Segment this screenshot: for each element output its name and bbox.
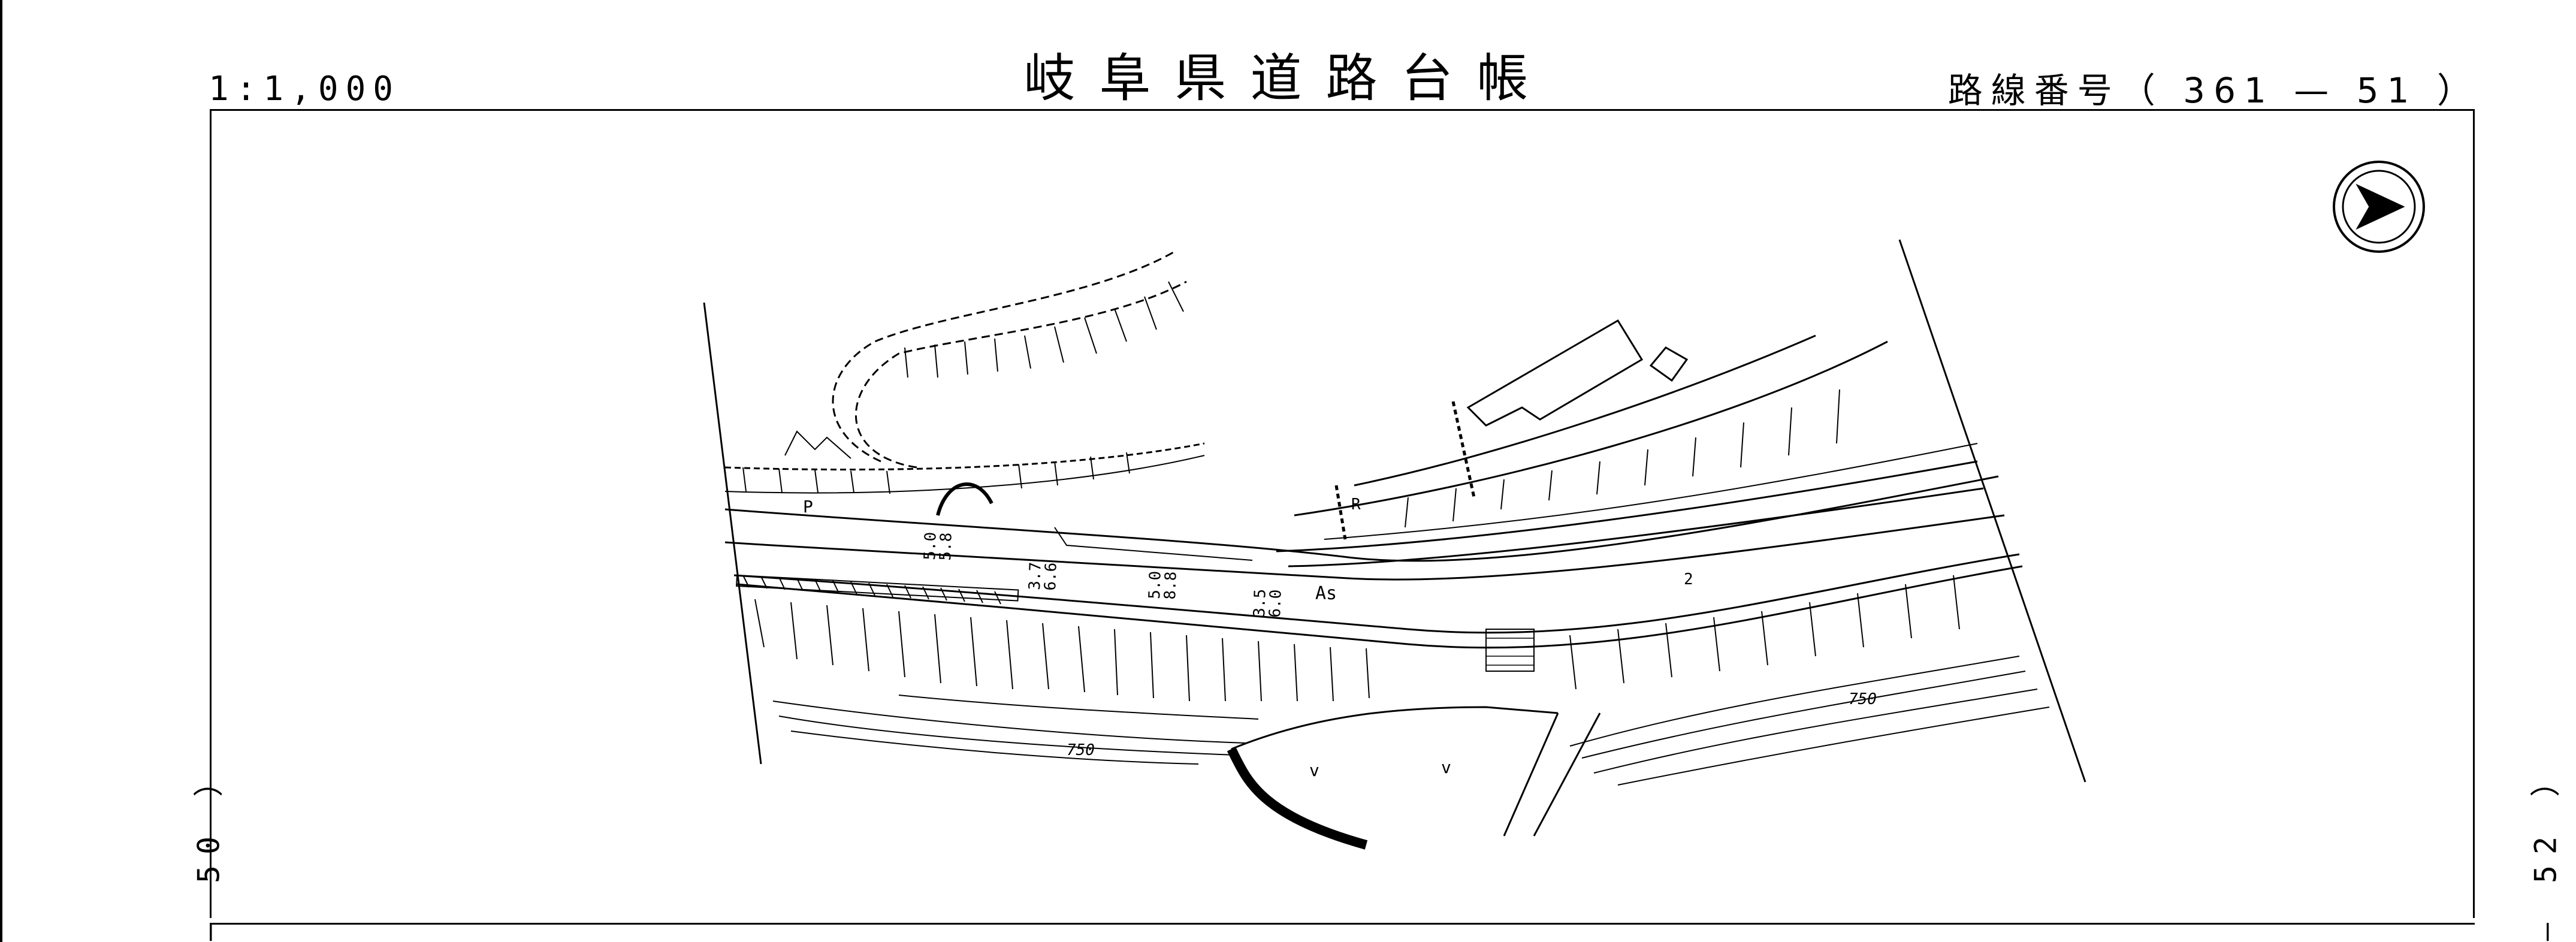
- width-top-3: 5.0: [1146, 570, 1165, 599]
- access-road-left-edge: [1503, 712, 1559, 837]
- page-edge: [0, 0, 2, 942]
- small-structure: [1649, 346, 1689, 382]
- width-bottom-4: 6.0: [1266, 589, 1285, 618]
- upper-hachures: [742, 452, 1130, 494]
- access-road-right-edge: [1533, 712, 1601, 837]
- width-bottom-2: 6.6: [1041, 562, 1061, 591]
- stone-ditch: [1227, 747, 1368, 850]
- ramp-hachures: [904, 281, 1184, 378]
- building: [1466, 319, 1644, 427]
- match-line-right: [1898, 239, 2086, 783]
- veg-mark-1: v: [1309, 760, 1319, 780]
- lane-mark-2: 2: [1684, 570, 1693, 588]
- retaining-wall: [736, 574, 1019, 602]
- width-bottom-1: 5.8: [937, 532, 956, 561]
- upper-right-hachures: [1405, 389, 1840, 528]
- marker-r: R: [1351, 496, 1361, 514]
- width-top-2: 3.7: [1026, 561, 1045, 590]
- width-top-1: 5.0: [921, 532, 940, 560]
- width-bottom-3: 8.8: [1161, 571, 1180, 600]
- creek-edge: [1231, 706, 1559, 750]
- route-number: 路線番号（ 361 — 51 ）: [1947, 70, 2480, 111]
- retaining-wall-hatch: [742, 575, 1001, 605]
- slope-hachures-lower: [754, 575, 1960, 702]
- upper-ramp: [784, 250, 1187, 469]
- page-title: 岐阜県道路台帳: [1023, 49, 1553, 108]
- contour-lines: [772, 656, 2050, 786]
- veg-mark-2: v: [1441, 757, 1451, 777]
- map-frame: [210, 109, 2475, 918]
- marker-p: P: [803, 497, 813, 517]
- north-arrow-icon: [2333, 161, 2425, 253]
- match-line-left: [703, 302, 762, 765]
- width-top-4: 3.5: [1251, 588, 1270, 617]
- contour-label-1: 750: [1067, 741, 1095, 759]
- fence-line-2: [1334, 485, 1347, 540]
- culvert-arch: [936, 482, 993, 516]
- surface-label: As: [1315, 583, 1337, 604]
- drainage-box: [1485, 629, 1535, 672]
- contour-label-2: 750: [1849, 690, 1877, 708]
- map-frame-bottom: [210, 923, 2475, 925]
- scale-label: 1:1,000: [209, 70, 401, 108]
- road-edges: [724, 460, 2023, 649]
